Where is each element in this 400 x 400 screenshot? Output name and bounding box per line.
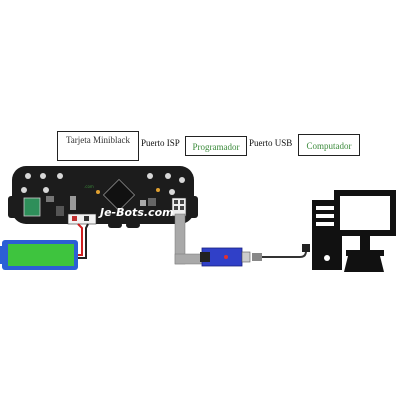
programmer-device: [200, 247, 251, 267]
programmer-label-box: Programador: [185, 136, 247, 156]
board-label: Tarjeta Miniblack: [65, 135, 131, 145]
computer-label: Computador: [306, 141, 352, 151]
svg-text:.com: .com: [84, 184, 94, 189]
computer-label-box: Computador: [298, 134, 360, 156]
programmer-label: Programador: [192, 142, 240, 152]
board-brand-text: Je-Bots.com: [98, 206, 174, 219]
isp-port-label: Puerto ISP: [141, 138, 180, 148]
board-label-box: Tarjeta Miniblack: [57, 131, 139, 161]
battery-red-wire: [77, 223, 83, 256]
miniblack-board: .com: [8, 166, 198, 228]
usb-cable: [252, 244, 310, 261]
isp-ribbon-cable: [174, 213, 206, 265]
battery-icon: [0, 240, 78, 270]
usb-port-label: Puerto USB: [249, 138, 293, 148]
battery-black-wire: [78, 223, 89, 259]
computer-icon: [312, 190, 396, 272]
